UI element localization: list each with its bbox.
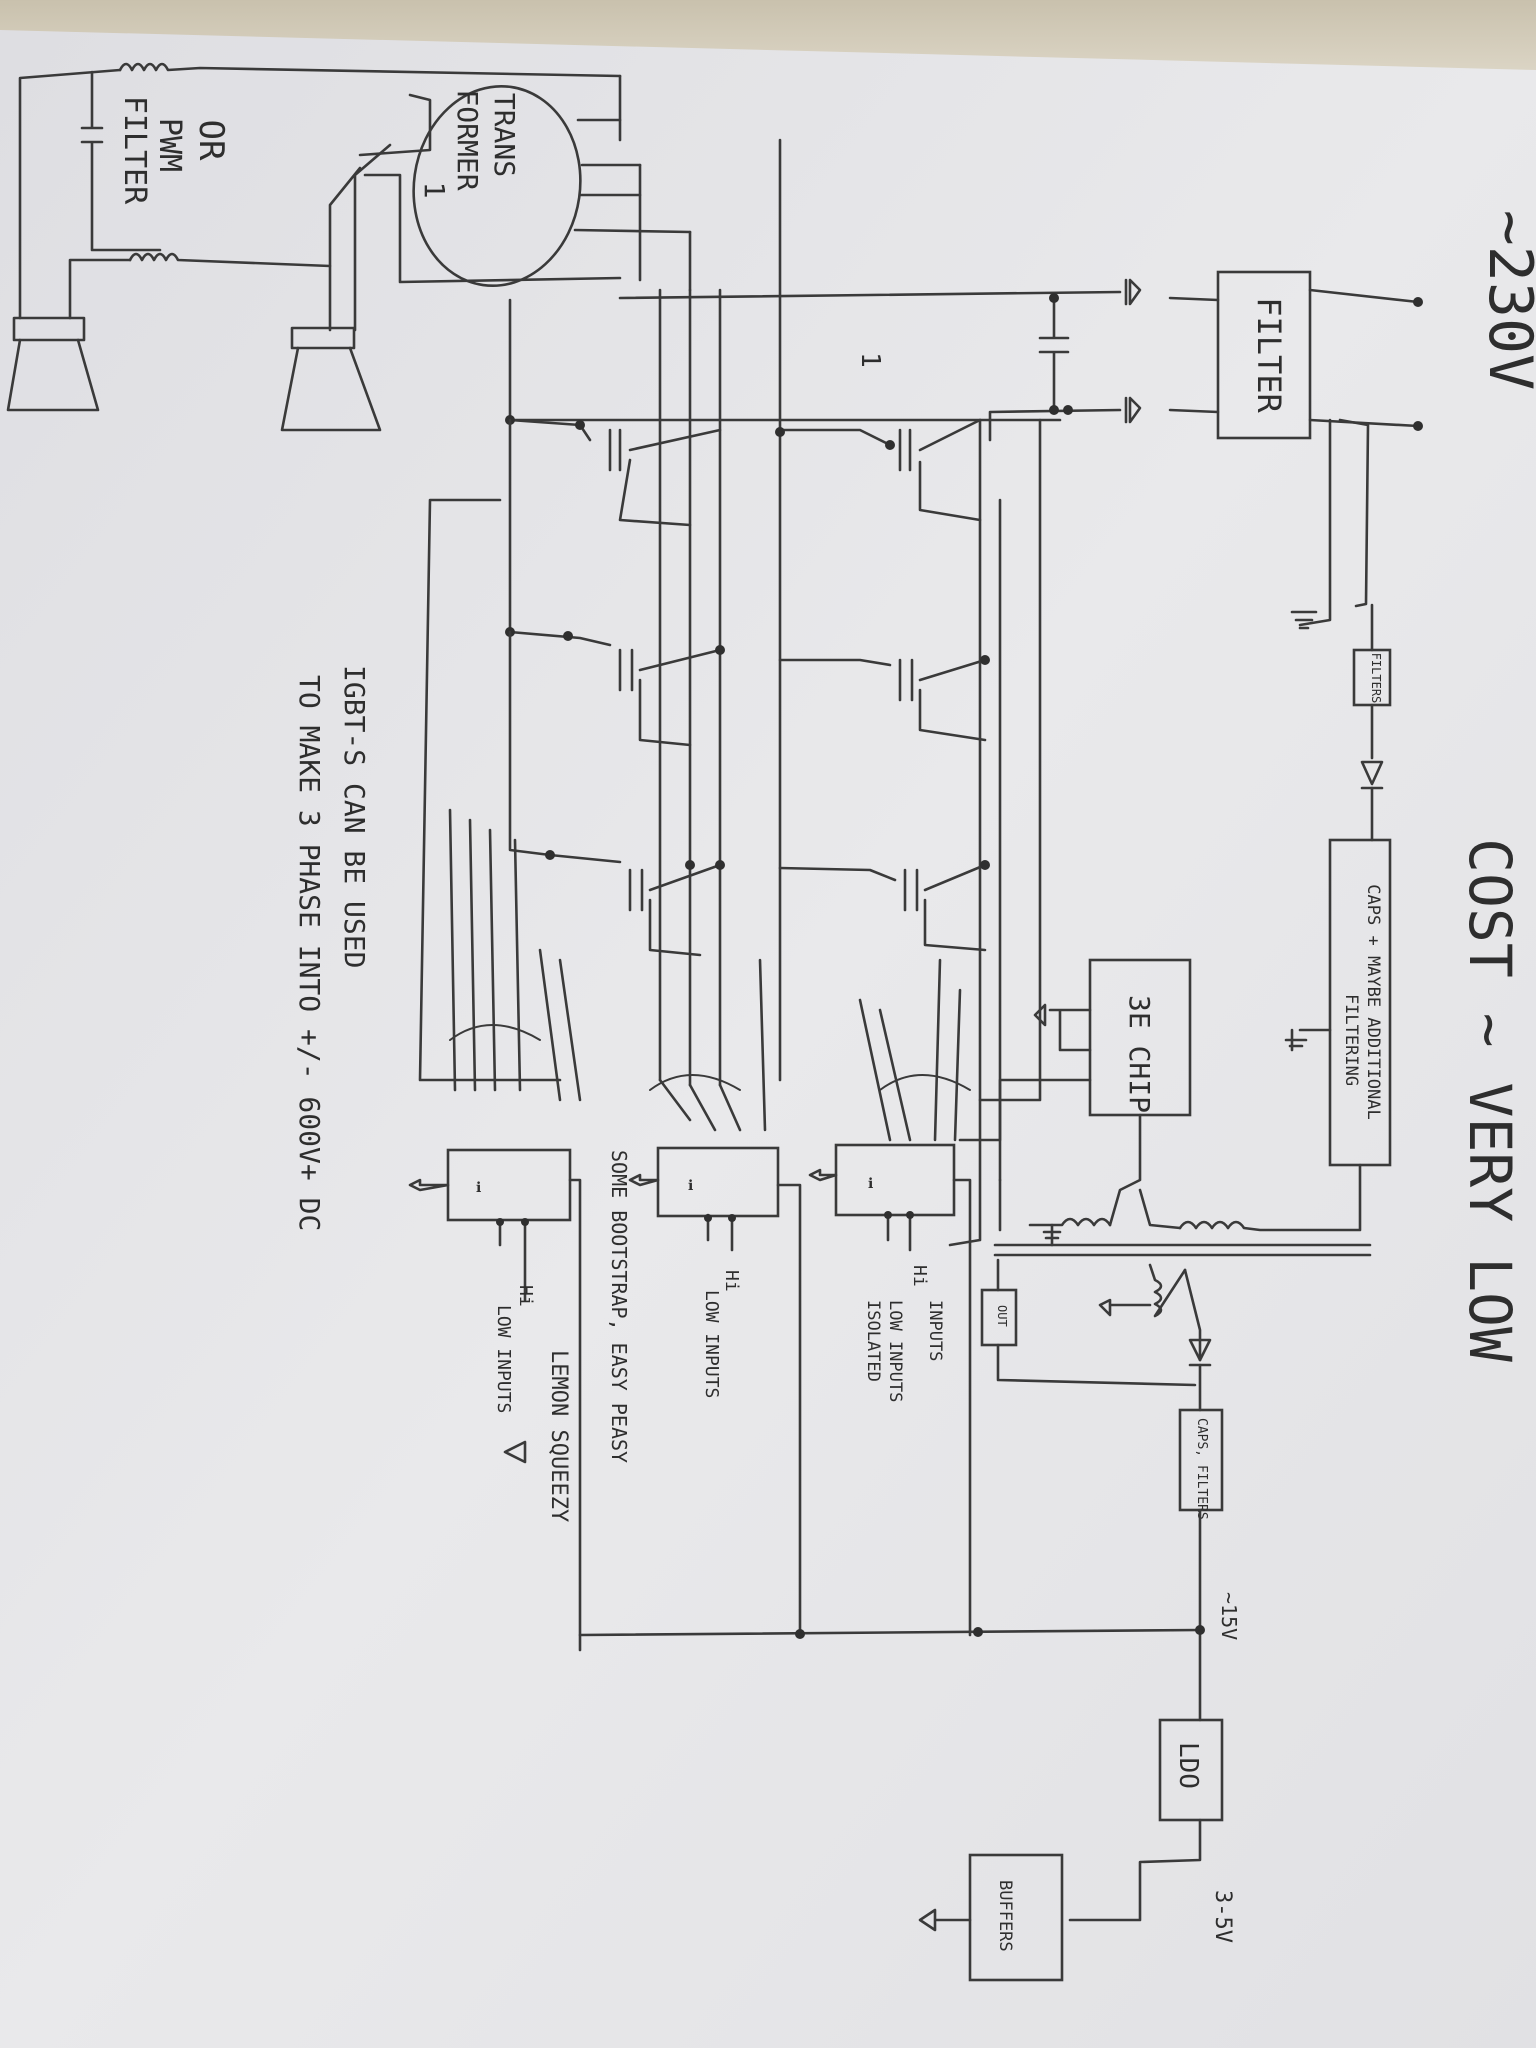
driver-left-low-label: LOW INPUTS <box>493 1305 514 1413</box>
driver-middle-low-label: LOW INPUTS <box>701 1290 722 1398</box>
caps-filtering-label-2: FILTERING <box>1341 994 1361 1086</box>
driver-middle-glyph: ℹ <box>688 1178 693 1194</box>
node-one-label: 1 <box>855 352 885 368</box>
igbt-note-line-1: IGBT-S CAN BE USED <box>338 665 371 968</box>
speaker-left <box>6 316 100 412</box>
pwm-label: PWM <box>152 118 187 172</box>
aux-supply: 3E CHIP OUT CAPS, FILTERS ~15V <box>578 958 1372 1982</box>
driver-right-isolated-label: ISOLATED <box>863 1300 883 1382</box>
filter-block <box>1216 270 1312 440</box>
speaker-section: TRANS FORMER 1 OR PWM FILTER <box>6 62 692 432</box>
igbt-row-middle <box>505 418 990 747</box>
driver-right-low-label: LOW INPUTS <box>885 1300 905 1402</box>
voltage-15v-label: ~15V <box>1217 1592 1241 1640</box>
driver-middle <box>656 1146 780 1218</box>
ground-symbol-lemon <box>503 1440 527 1464</box>
transformer-label-3: 1 <box>418 182 451 199</box>
ldo-block <box>1158 1718 1224 1822</box>
caps-filtering-label-1: CAPS + MAYBE ADDITIONAL <box>1363 884 1383 1119</box>
voltage-35v-label: 3-5V <box>1210 1890 1235 1943</box>
buffers-block <box>968 1853 1064 1982</box>
bootstrap-label: SOME BOOTSTRAP, EASY PEASY <box>607 1150 631 1463</box>
driver-right-inputs-label: INPUTS <box>925 1300 945 1361</box>
speaker-right <box>280 326 382 432</box>
out-label: OUT <box>995 1305 1009 1327</box>
filters-small-label: FILTERS <box>1369 653 1383 704</box>
transformer-label-2: FORMER <box>451 89 484 190</box>
transformer-1 <box>412 85 582 287</box>
igbt-note-line-2: TO MAKE 3 PHASE INTO +/- 600V+ DC <box>293 675 326 1231</box>
voltage-input-label: ~230V <box>1475 210 1536 391</box>
filter-label: FILTER <box>117 96 152 205</box>
paper <box>0 30 1536 2048</box>
mains-section: ~230V FILTER 1 FILTERS CAPS + <box>618 210 1536 1362</box>
or-label: OR <box>191 120 231 161</box>
ldo-label: LDO <box>1173 1742 1203 1789</box>
driver-left-glyph: ℹ <box>476 1180 481 1196</box>
filter-block-label: FILTER <box>1250 297 1288 413</box>
chip-label: 3E CHIP <box>1123 995 1156 1113</box>
buffers-label: BUFFERS <box>995 1880 1015 1952</box>
lemon-label: LEMON SQUEEZY <box>546 1350 571 1522</box>
caps-filters-label: CAPS, FILTERS <box>1194 1418 1209 1520</box>
cost-label: COST ~ VERY LOW <box>1456 838 1524 1362</box>
driver-right-hi-label: Hi <box>909 1265 930 1287</box>
igbt-bridge <box>418 74 1062 1247</box>
bus-15v <box>578 1628 1202 1637</box>
driver-right-glyph: ℹ <box>868 1176 873 1192</box>
driver-middle-hi-label: Hi <box>721 1270 742 1292</box>
gate-drivers: ℹ ℹ ℹ <box>408 1143 972 1652</box>
transformer-label-1: TRANS <box>488 93 521 177</box>
driver-left-hi-label: Hi <box>515 1285 536 1307</box>
igbt-row-bottom <box>508 630 990 957</box>
igbt-row-top <box>505 415 982 527</box>
